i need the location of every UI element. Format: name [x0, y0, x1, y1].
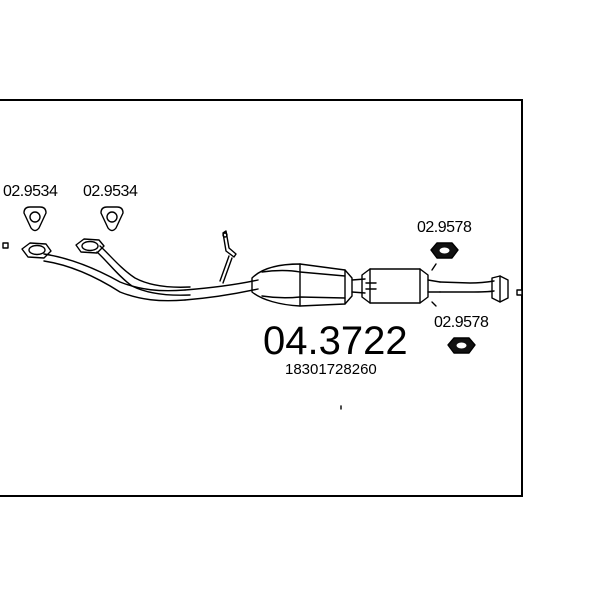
connector-pipe — [351, 278, 366, 294]
rear-silencer — [361, 263, 441, 307]
front-flange-right — [75, 238, 105, 254]
diagram-frame — [0, 99, 523, 497]
rear-flange — [491, 275, 509, 303]
downpipe-1-lower — [43, 260, 186, 302]
triangular-gasket-icon — [100, 206, 124, 232]
front-flange-left — [21, 242, 52, 259]
tail-pipe-upper — [439, 280, 495, 284]
downpipe-1-upper — [43, 253, 186, 292]
triangular-gasket-icon — [23, 206, 47, 232]
gasket-label: 02.9534 — [3, 183, 58, 200]
oe-part-number: 18301728260 — [285, 361, 377, 378]
gasket-label: 02.9534 — [83, 183, 138, 200]
mid-pipe-lower — [184, 288, 259, 301]
main-part-number: 04.3722 — [263, 319, 408, 363]
downpipe-2-lower — [96, 251, 191, 296]
catalytic-converter — [251, 263, 353, 307]
gasket-label: 02.9578 — [417, 219, 472, 236]
gasket-label: 02.9578 — [434, 314, 489, 331]
downpipe-2-upper — [99, 245, 191, 288]
left-edge-marker — [2, 242, 9, 249]
oval-gasket-icon — [447, 337, 476, 354]
mid-pipe-upper — [184, 279, 259, 291]
sensor-bracket — [219, 230, 237, 284]
right-edge-marker — [516, 289, 523, 296]
oval-gasket-icon — [430, 242, 459, 259]
tail-pipe-lower — [439, 290, 495, 293]
